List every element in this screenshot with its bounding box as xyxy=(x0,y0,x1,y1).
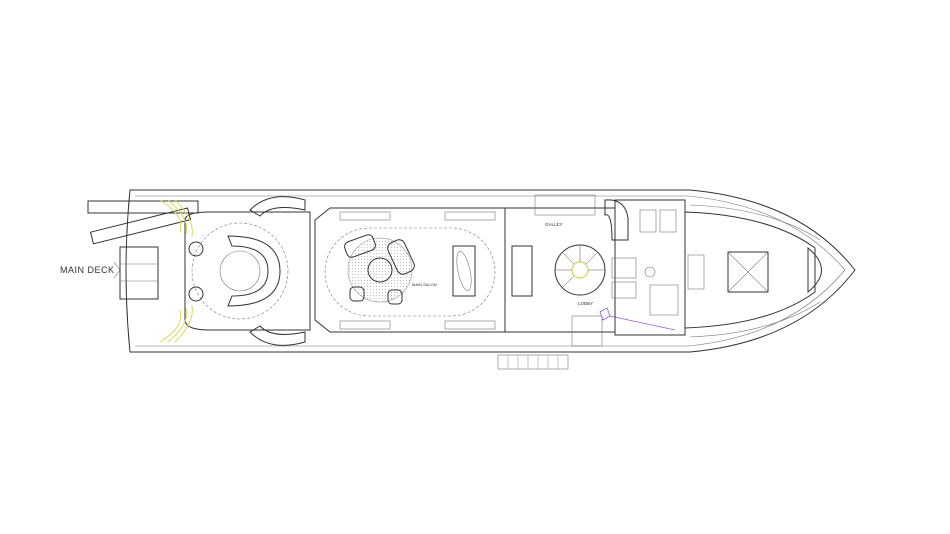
label-arrow xyxy=(113,261,121,271)
vanity xyxy=(687,254,705,290)
round-table xyxy=(219,250,261,292)
bollard xyxy=(188,286,204,302)
stern-steps xyxy=(159,305,193,343)
forward-cabin xyxy=(684,211,816,329)
coffee-table xyxy=(367,257,393,283)
galley-counters xyxy=(534,194,596,216)
round-rug xyxy=(347,237,413,303)
stool xyxy=(349,286,365,302)
lobby-counter xyxy=(511,245,533,297)
side-stair-port xyxy=(249,196,306,217)
purple-detail xyxy=(599,307,676,331)
dining-table xyxy=(452,245,476,297)
hull-outline xyxy=(125,189,856,353)
passerelle xyxy=(87,200,199,245)
armchair xyxy=(344,234,376,258)
side-stair-stbd xyxy=(249,325,306,346)
room-label-main-salon: MAIN SALON xyxy=(412,282,437,287)
day-head xyxy=(571,315,603,347)
upper-spiral-stair xyxy=(604,199,629,241)
cabinet xyxy=(339,320,391,330)
salon-rug xyxy=(324,227,496,317)
sunpads xyxy=(119,246,159,300)
cabinet xyxy=(339,211,391,221)
bollard xyxy=(188,241,204,257)
deck-label: MAIN DECK xyxy=(60,265,115,275)
bulwark-line xyxy=(135,195,846,347)
armchair xyxy=(387,239,415,275)
cabinet xyxy=(444,320,496,330)
room-label-galley: GALLEY xyxy=(545,222,563,227)
room-label-lobby: LOBBY xyxy=(578,301,593,306)
cabinet xyxy=(444,211,496,221)
cockpit-circle xyxy=(191,222,289,320)
stool xyxy=(387,289,403,305)
aft-cockpit xyxy=(184,211,311,331)
stern-steps xyxy=(159,199,193,237)
boarding-steps xyxy=(497,354,569,370)
bed xyxy=(727,251,769,293)
aft-sofa xyxy=(227,235,281,307)
bow-locker xyxy=(807,246,822,294)
